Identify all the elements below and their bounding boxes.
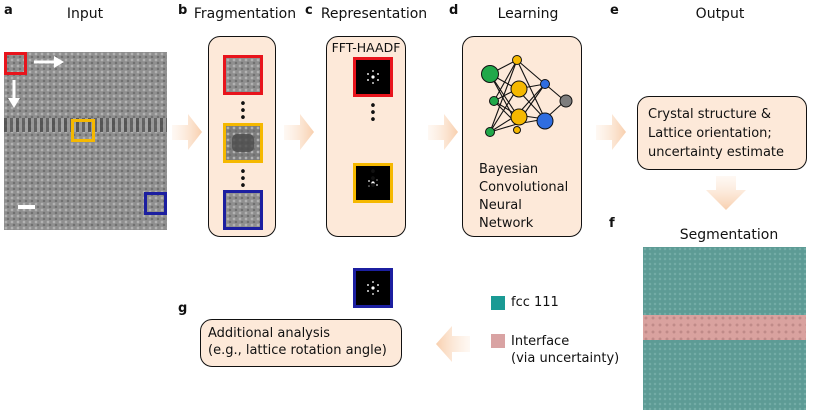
input-title: Input xyxy=(66,6,104,22)
fft-blue xyxy=(353,268,393,308)
bcnn-line-3: Neural xyxy=(479,198,522,213)
bcnn-line-4: Network xyxy=(479,216,534,231)
output-line-3: uncertainty estimate xyxy=(648,145,785,160)
segmentation-map xyxy=(643,247,806,410)
interface-region xyxy=(643,315,806,340)
input-micrograph xyxy=(4,52,167,230)
panel-label-c: c xyxy=(305,3,313,18)
arrow-b-to-c-icon xyxy=(284,114,314,150)
fragmentation-box: ••• ••• xyxy=(208,36,276,237)
learning-box: Bayesian Convolutional Neural Network xyxy=(462,36,582,237)
learning-title: Learning xyxy=(497,6,559,22)
ellipsis-4: ••• xyxy=(369,165,377,194)
arrow-c-to-d-icon xyxy=(428,114,458,150)
legend-interface-line-1: Interface xyxy=(511,334,570,349)
legend-swatch-fcc xyxy=(491,296,505,310)
legend-swatch-interface xyxy=(491,334,505,348)
panel-label-g: g xyxy=(178,301,188,316)
ellipsis-2: ••• xyxy=(239,165,247,194)
analysis-line-1: Additional analysis xyxy=(208,326,331,341)
output-line-2: Lattice orientation; xyxy=(648,126,772,141)
bcnn-label: Bayesian Convolutional Neural Network xyxy=(479,161,568,233)
analysis-box: Additional analysis (e.g., lattice rotat… xyxy=(200,319,402,367)
fragment-yellow xyxy=(223,123,263,163)
panel-label-f: f xyxy=(609,216,615,231)
legend-label-interface: Interface (via uncertainty) xyxy=(511,333,619,367)
yellow-window xyxy=(71,119,95,142)
output-box: Crystal structure & Lattice orientation;… xyxy=(637,96,807,170)
scale-bar xyxy=(18,205,35,209)
arrow-a-to-b-icon xyxy=(172,114,202,150)
bcnn-line-2: Convolutional xyxy=(479,180,569,195)
panel-label-d: d xyxy=(449,3,459,18)
analysis-text: Additional analysis (e.g., lattice rotat… xyxy=(208,325,387,359)
panel-label-a: a xyxy=(4,3,13,18)
arrow-f-to-g-icon xyxy=(436,326,470,362)
red-window xyxy=(4,52,27,75)
fft-haadf-title: FFT-HAADF xyxy=(331,40,401,55)
segmentation-title: Segmentation xyxy=(679,227,779,243)
panel-label-b: b xyxy=(178,3,188,18)
bcnn-line-1: Bayesian xyxy=(479,162,539,177)
fft-yellow xyxy=(353,163,393,203)
output-text: Crystal structure & Lattice orientation;… xyxy=(648,105,784,162)
fragment-red xyxy=(223,55,263,95)
blue-window xyxy=(144,192,167,215)
fft-red xyxy=(353,57,393,97)
fragmentation-title: Fragmentation xyxy=(193,6,297,22)
representation-title: Representation xyxy=(320,6,428,22)
ellipsis-3: ••• xyxy=(369,99,377,128)
arrow-d-to-e-icon xyxy=(596,114,626,150)
arrow-e-to-f-icon xyxy=(706,176,746,210)
legend-interface-line-2: (via uncertainty) xyxy=(511,351,620,366)
fragment-blue xyxy=(223,190,263,230)
output-title: Output xyxy=(695,6,745,22)
ellipsis-1: ••• xyxy=(239,97,247,126)
output-line-1: Crystal structure & xyxy=(648,107,771,122)
representation-box: FFT-HAADF ••• ••• xyxy=(326,36,406,308)
panel-label-e: e xyxy=(610,3,619,18)
legend-label-fcc: fcc 111 xyxy=(511,295,559,310)
neural-network-diagram xyxy=(481,55,573,137)
analysis-line-2: (e.g., lattice rotation angle) xyxy=(208,343,387,358)
interface-band xyxy=(4,118,167,132)
